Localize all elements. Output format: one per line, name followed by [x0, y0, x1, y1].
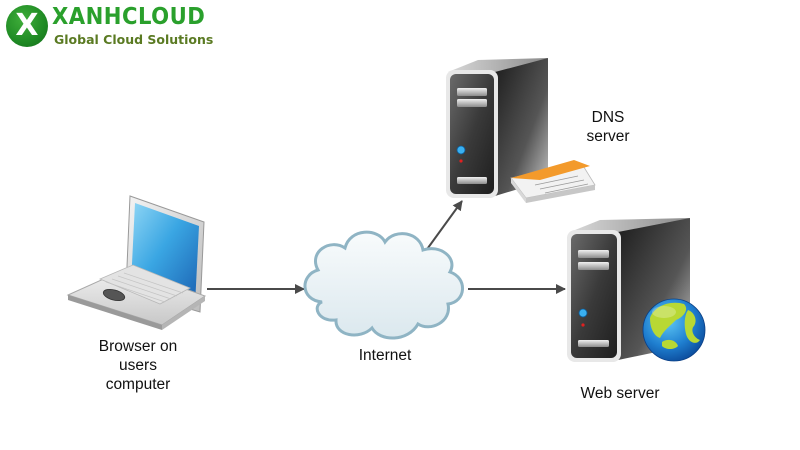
logo-title: XANHCLOUD [52, 4, 206, 30]
client-label: Browser on users computer [98, 338, 178, 393]
logo-tagline: Global Cloud Solutions [54, 32, 214, 47]
internet-label: Internet [358, 347, 412, 364]
logo-mark-icon: X [6, 5, 48, 47]
arrow-internet-to-dns [424, 200, 463, 253]
dns-server-icon [446, 58, 548, 198]
globe-icon [642, 298, 706, 362]
cloud-icon [303, 230, 464, 340]
laptop-icon [66, 195, 207, 330]
web-server-label: Web server [580, 385, 660, 402]
book-icon [510, 160, 596, 203]
dns-server-label: DNS server [586, 109, 630, 145]
logo: X XANHCLOUD Global Cloud Solutions [0, 0, 220, 55]
